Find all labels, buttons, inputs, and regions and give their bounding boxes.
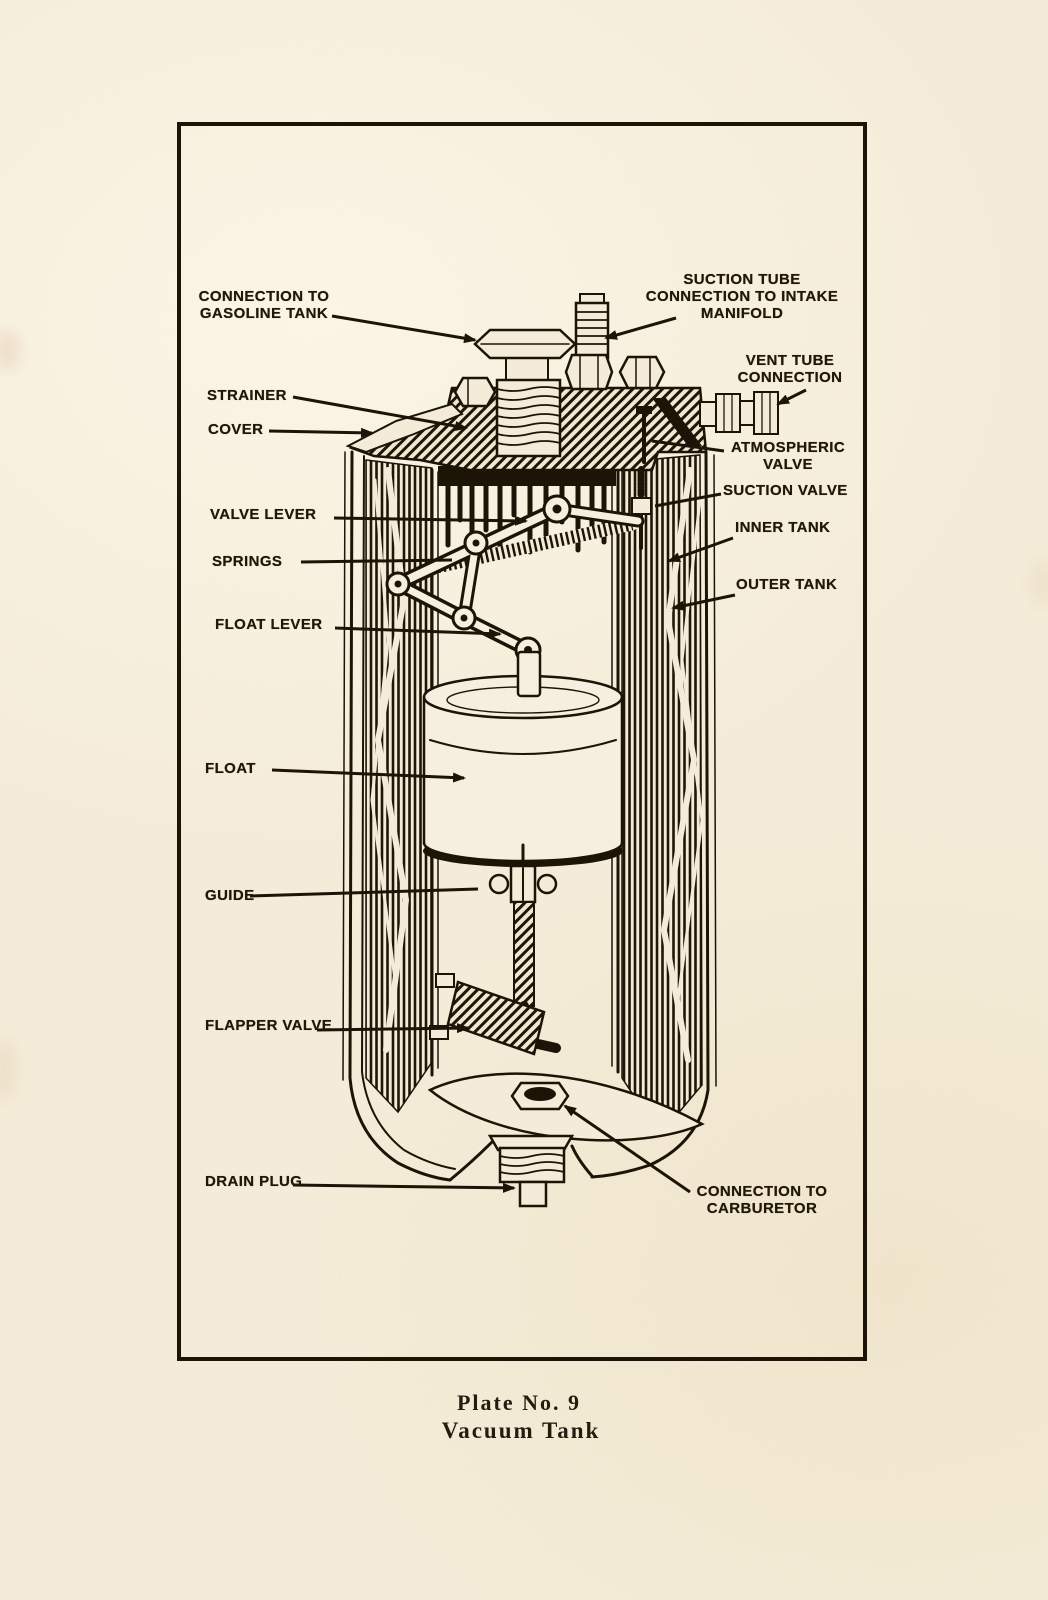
- leader-suction-valve: [654, 492, 722, 508]
- carburetor-connection-nut: [510, 1081, 570, 1111]
- tank-drawing: [342, 293, 779, 1208]
- leader-springs: [300, 558, 453, 564]
- leader-atmospheric: [651, 439, 725, 453]
- suction-valve-stem: [631, 466, 652, 550]
- strainer-column: [495, 378, 562, 458]
- atmospheric-valve-stem: [636, 406, 652, 464]
- leader-valve-lever: [333, 515, 528, 526]
- leader-vent-tube: [776, 388, 807, 406]
- tank-bottom: [427, 1072, 705, 1182]
- leader-suction-tube: [604, 316, 677, 340]
- cover-bolt: [453, 376, 497, 408]
- leader-outer-tank: [671, 593, 736, 611]
- leader-flapper-valve: [316, 1023, 470, 1034]
- caption-title: Vacuum Tank: [441, 1418, 601, 1443]
- label-connection-to-carburetor: CONNECTION TO CARBURETOR: [696, 1183, 828, 1217]
- label-atmospheric-valve: ATMOSPHERIC VALVE: [730, 439, 846, 473]
- leader-drain-plug: [292, 1182, 516, 1193]
- label-inner-tank: INNER TANK: [735, 519, 831, 536]
- leader-guide: [249, 887, 479, 898]
- label-outer-tank: OUTER TANK: [736, 576, 838, 593]
- label-springs: SPRINGS: [212, 553, 283, 570]
- float-stem: [516, 650, 542, 698]
- label-valve-lever: VALVE LEVER: [210, 506, 317, 523]
- outer-tank-right-wall: [590, 450, 717, 1179]
- flapper-valve-plate: [429, 973, 546, 1056]
- leader-float: [271, 768, 466, 783]
- label-drain-plug: DRAIN PLUG: [205, 1173, 303, 1190]
- leader-strainer: [292, 395, 468, 431]
- label-suction-valve: SUCTION VALVE: [723, 482, 848, 499]
- leader-gasoline-tank: [331, 314, 477, 344]
- vent-tube-fitting: [699, 391, 779, 435]
- label-float-lever: FLOAT LEVER: [215, 616, 323, 633]
- drain-plug-part: [487, 1134, 575, 1208]
- label-float: FLOAT: [205, 760, 256, 777]
- suction-tube-fitting: [564, 293, 614, 391]
- figure-border: [177, 122, 867, 1361]
- label-flapper-valve: FLAPPER VALVE: [205, 1017, 333, 1034]
- leader-carburetor: [563, 1104, 691, 1194]
- label-suction-tube: SUCTION TUBE CONNECTION TO INTAKE MANIFO…: [645, 271, 839, 322]
- label-vent-tube: VENT TUBE CONNECTION: [737, 352, 843, 386]
- float-body: [422, 674, 624, 867]
- label-cover: COVER: [208, 421, 264, 438]
- caption-plate-number: Plate No. 9: [456, 1390, 582, 1415]
- leader-float-lever: [334, 626, 502, 639]
- valve-lever-mechanism: [385, 494, 645, 698]
- gasoline-connection-fitting: [473, 328, 577, 381]
- leader-lines: [249, 314, 807, 1194]
- label-guide: GUIDE: [205, 887, 255, 904]
- leader-cover: [268, 427, 374, 438]
- label-strainer: STRAINER: [207, 387, 287, 404]
- cover-hex-nut: [618, 355, 666, 390]
- label-connection-to-gasoline-tank: CONNECTION TO GASOLINE TANK: [198, 288, 330, 322]
- leader-inner-tank: [667, 536, 734, 563]
- guide-assembly: [488, 843, 561, 1053]
